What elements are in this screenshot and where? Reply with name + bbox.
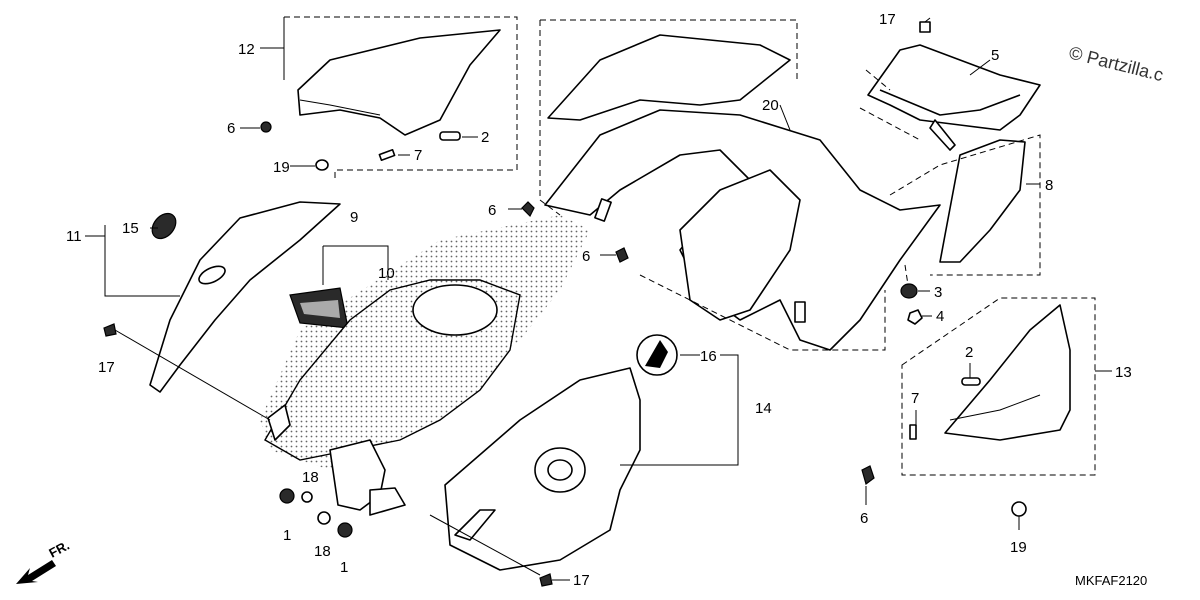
part-6-clip-d bbox=[615, 247, 629, 263]
part-12-panel bbox=[260, 29, 501, 171]
callout-18-b: 18 bbox=[314, 543, 331, 560]
callout-14: 14 bbox=[755, 400, 772, 417]
part-4-washer bbox=[907, 309, 923, 325]
callout-5: 5 bbox=[991, 47, 999, 64]
watermark-text: © Partzilla.c bbox=[1067, 42, 1165, 85]
part-18-washer-a bbox=[301, 491, 313, 503]
callout-1-b: 1 bbox=[340, 559, 348, 576]
callout-16: 16 bbox=[700, 348, 717, 365]
part-1-nut-a bbox=[279, 488, 295, 504]
part-6-clip bbox=[260, 121, 272, 133]
diagram-code: MKFAF2120 bbox=[1075, 573, 1147, 588]
callout-18-a: 18 bbox=[302, 469, 319, 486]
part-17-bolt-a bbox=[103, 323, 117, 337]
callout-17-b: 17 bbox=[879, 11, 896, 28]
callout-13: 13 bbox=[1115, 364, 1132, 381]
part-7-clip-b bbox=[909, 424, 917, 440]
callout-19-b: 19 bbox=[1010, 539, 1027, 556]
callout-10: 10 bbox=[378, 265, 395, 282]
part-2-grommet bbox=[439, 131, 461, 141]
front-arrow-icon: FR. bbox=[16, 538, 72, 584]
part-8-side-cover bbox=[939, 139, 1026, 263]
callout-17-c: 17 bbox=[573, 572, 590, 589]
part-20-shroud bbox=[544, 34, 941, 351]
callout-6-b: 6 bbox=[488, 202, 496, 219]
callout-3: 3 bbox=[934, 284, 942, 301]
part-9-decal bbox=[289, 287, 349, 329]
part-10-tank-cover bbox=[264, 279, 521, 516]
callout-19-a: 19 bbox=[273, 159, 290, 176]
part-6-clip-b bbox=[861, 465, 875, 486]
part-15-emblem bbox=[151, 212, 177, 240]
callout-6-a: 6 bbox=[227, 120, 235, 137]
part-7-clip bbox=[378, 148, 396, 162]
callout-7-b: 7 bbox=[911, 390, 919, 407]
part-14-lower-panel bbox=[444, 367, 641, 571]
part-18-washer-b bbox=[317, 511, 331, 525]
wing-emblem-mark bbox=[645, 340, 668, 368]
group-20-bracket bbox=[539, 19, 886, 351]
part-3-nut bbox=[900, 283, 918, 299]
callout-8: 8 bbox=[1045, 177, 1053, 194]
part-17-bolt-c bbox=[539, 573, 553, 587]
callout-12: 12 bbox=[238, 41, 255, 58]
front-arrow-label: FR. bbox=[46, 538, 72, 561]
callout-15: 15 bbox=[122, 220, 139, 237]
part-19-grommet bbox=[315, 159, 329, 171]
group-12-bracket bbox=[284, 16, 518, 178]
callout-2-b: 2 bbox=[965, 344, 973, 361]
callout-17-a: 17 bbox=[98, 359, 115, 376]
part-19-grommet-b bbox=[1011, 501, 1027, 517]
callout-4: 4 bbox=[936, 308, 944, 325]
callout-9: 9 bbox=[350, 209, 358, 226]
part-1-nut-b bbox=[337, 522, 353, 538]
callout-7-a: 7 bbox=[414, 147, 422, 164]
part-13-right-panel bbox=[861, 304, 1071, 517]
callout-2-a: 2 bbox=[481, 129, 489, 146]
part-2-grommet-b bbox=[961, 377, 981, 386]
callout-6-c: 6 bbox=[582, 248, 590, 265]
part-11-left-cover bbox=[149, 201, 341, 393]
callout-20: 20 bbox=[762, 97, 779, 114]
callout-11: 11 bbox=[66, 228, 82, 245]
part-17-bolt bbox=[919, 21, 931, 33]
callout-1-a: 1 bbox=[283, 527, 291, 544]
part-5-bracket bbox=[867, 21, 1041, 151]
callout-6-d: 6 bbox=[860, 510, 868, 527]
part-6-clip-c bbox=[521, 201, 535, 218]
